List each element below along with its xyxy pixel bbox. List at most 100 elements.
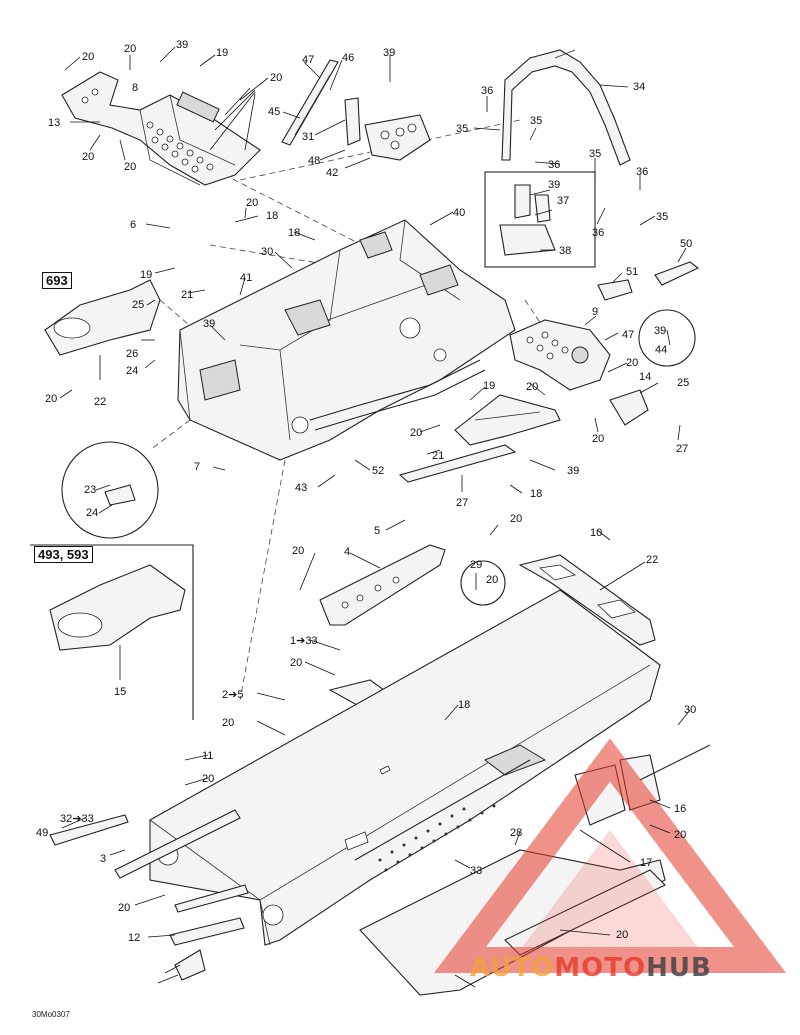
automotohub-watermark: AUTOMOTOHUB [470, 953, 712, 983]
variant-label-493-593: 493, 593 [34, 546, 93, 563]
callout: 32➔33 [60, 813, 94, 825]
footrest-plate-693 [44, 279, 161, 356]
callout: 18 [288, 227, 300, 239]
callout: 24 [126, 365, 138, 377]
callout: 39 [203, 318, 215, 330]
callout: 7 [194, 461, 200, 473]
callout: 36 [636, 166, 648, 178]
callout: 36 [548, 159, 560, 171]
callout: 33 [470, 865, 482, 877]
callout: 19 [483, 380, 495, 392]
callout: 20 [510, 513, 522, 525]
callout: 39 [383, 47, 395, 59]
callout: 29 [470, 559, 482, 571]
callout-numbers: 20 20 39 19 8 13 20 20 20 47 46 45 31 48… [36, 39, 696, 944]
callout: 37 [557, 195, 569, 207]
callout: 20 [246, 197, 258, 209]
callout: 34 [633, 81, 645, 93]
callout: 35 [656, 211, 668, 223]
watermark-logo-shape [434, 738, 786, 973]
callout: 13 [48, 117, 60, 129]
callout: 35 [530, 115, 542, 127]
callout: 21 [181, 289, 193, 301]
leader-lines [59, 46, 691, 988]
variant-panel-493-593 [30, 544, 194, 720]
watermark-auto: AUTO [470, 953, 555, 983]
inset-detail-box [484, 171, 596, 268]
callout: 5 [374, 525, 380, 537]
callout: 23 [84, 484, 96, 496]
callout: 10 [590, 527, 602, 539]
parts-50-51 [597, 261, 700, 301]
front-chassis-body [177, 219, 516, 461]
watermark-moto: MOTO [554, 953, 647, 983]
callout: 24 [86, 507, 98, 519]
callout: 9 [592, 306, 598, 318]
callout: 20 [202, 773, 214, 785]
callout: 35 [456, 123, 468, 135]
callout: 28 [510, 827, 522, 839]
callout: 20 [526, 381, 538, 393]
callout: 4 [344, 546, 350, 558]
callout: 20 [674, 829, 686, 841]
callout: 20 [410, 427, 422, 439]
callout: 39 [567, 465, 579, 477]
callout: 36 [592, 227, 604, 239]
callout: 20 [124, 161, 136, 173]
callout: 22 [646, 554, 658, 566]
callout: 20 [592, 433, 604, 445]
callout: 39 [548, 179, 560, 191]
callout: 39 [654, 325, 666, 337]
callout: 40 [453, 207, 465, 219]
handle-bar-34 [501, 49, 631, 166]
callout: 47 [622, 329, 634, 341]
callout: 21 [432, 450, 444, 462]
callout: 19 [140, 269, 152, 281]
callout: 31 [302, 131, 314, 143]
right-support-bracket [509, 319, 649, 426]
callout: 20 [486, 574, 498, 586]
callout: 20 [292, 545, 304, 557]
diagram-reference-code: 30Mo0307 [32, 1010, 70, 1019]
callout: 25 [132, 299, 144, 311]
callout: 48 [308, 155, 320, 167]
variant-label-693: 693 [42, 272, 72, 289]
callout: 25 [677, 377, 689, 389]
callout: 20 [118, 902, 130, 914]
callout: 47 [302, 54, 314, 66]
callout: 1➔33 [290, 635, 318, 647]
steering-column-parts [281, 59, 431, 161]
callout: 3 [100, 853, 106, 865]
callout: 18 [530, 488, 542, 500]
callout: 45 [268, 106, 280, 118]
callout: 17 [640, 857, 652, 869]
callout: 11 [202, 750, 213, 762]
callout: 19 [216, 47, 228, 59]
callout: 2➔5 [222, 689, 243, 701]
callout: 20 [45, 393, 57, 405]
callout: 27 [676, 443, 688, 455]
callout: 35 [589, 148, 601, 160]
callout: 12 [128, 932, 140, 944]
callout: 30 [261, 246, 273, 258]
callout: 20 [290, 657, 302, 669]
callout: 20 [626, 357, 638, 369]
callout: 50 [680, 238, 692, 250]
callout: 30 [684, 704, 696, 716]
callout: 14 [639, 371, 651, 383]
callout: 49 [36, 827, 48, 839]
callout: 18 [266, 210, 278, 222]
callout: 46 [342, 52, 354, 64]
callout: 43 [295, 482, 307, 494]
callout: 41 [240, 272, 252, 284]
callout: 39 [176, 39, 188, 51]
callout: 15 [114, 686, 126, 698]
callout: 22 [94, 396, 106, 408]
suspension-arm-parts [398, 394, 561, 483]
callout: 27 [456, 497, 468, 509]
callout: 36 [481, 85, 493, 97]
callout: 20 [270, 72, 282, 84]
callout: 20 [124, 43, 136, 55]
